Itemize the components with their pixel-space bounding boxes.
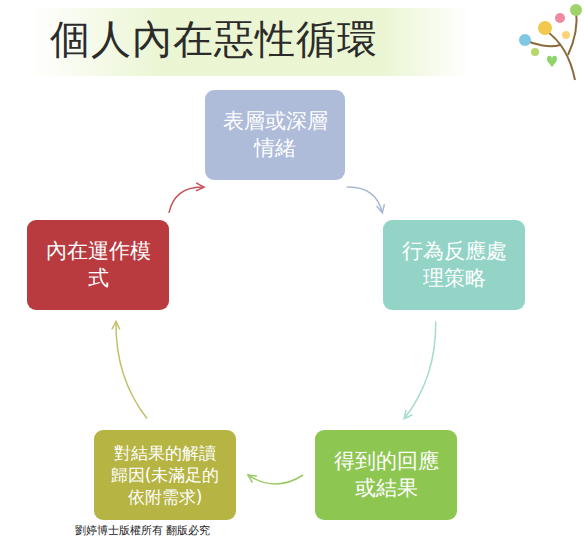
box-text: 得到的回應或結果 [327,448,445,503]
cycle-arrow [347,187,385,213]
cycle-arrow [112,321,147,418]
process-box: 表層或深層情緒 [205,90,345,180]
copyright-note: 劉婷博士版權所有 翻版必究 [75,523,211,538]
cycle-arrow [169,183,204,213]
box-text: 表層或深層情緒 [217,108,333,163]
cycle-arrow [248,475,303,484]
process-box: 行為反應處理策略 [383,220,525,310]
title-wash [30,8,470,76]
process-box: 得到的回應或結果 [315,430,457,520]
box-text: 行為反應處理策略 [395,238,513,293]
cycle-arrow [404,321,435,418]
process-box: 對結果的解讀歸因(未滿足的依附需求) [94,430,236,520]
box-text: 對結果的解讀歸因(未滿足的依附需求) [106,442,224,508]
process-box: 內在運作模式 [27,220,169,310]
diagram-title: 個人內在惡性循環 [50,12,378,67]
box-text: 內在運作模式 [39,238,157,293]
tree-leaves [519,4,582,67]
tree-illustration [525,10,577,80]
